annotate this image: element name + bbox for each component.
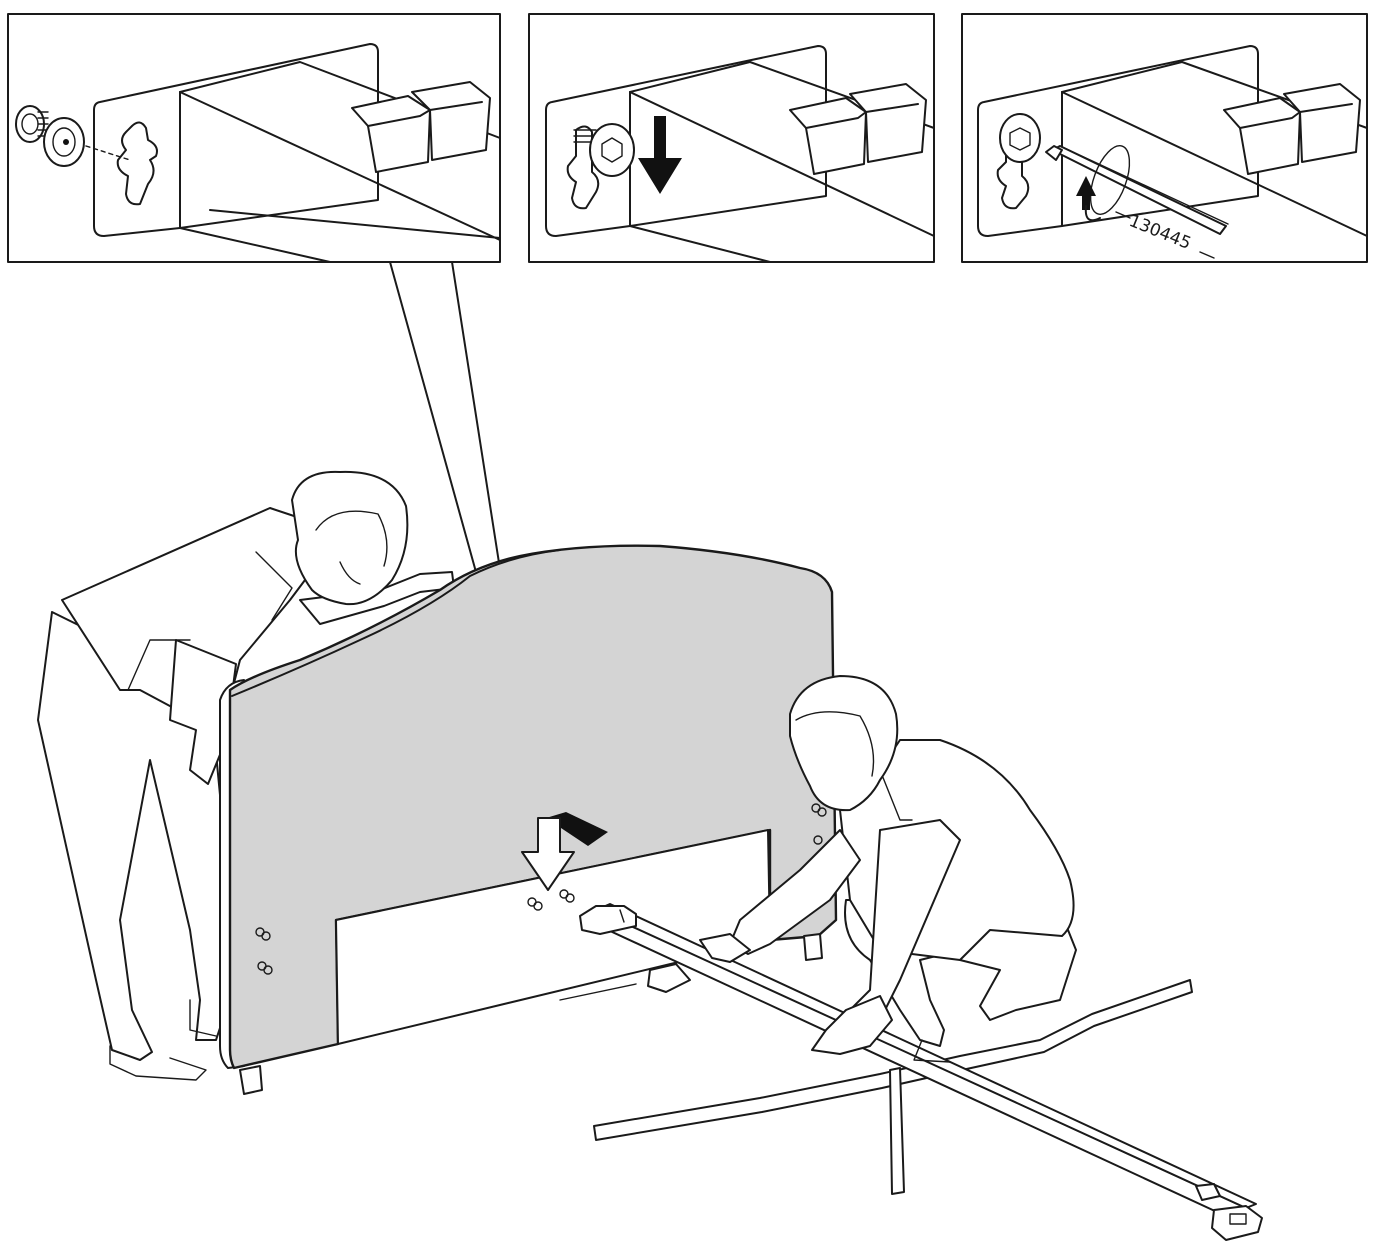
detail-panel-step-2 <box>528 13 935 263</box>
part-number-label: 130445 <box>1126 211 1194 254</box>
woman-figure <box>37 470 455 1081</box>
screw-icon <box>573 123 635 177</box>
man-figure <box>647 675 1077 1063</box>
screw-icon <box>999 113 1041 163</box>
insert-arrow-icon <box>521 812 608 891</box>
allen-key-icon <box>1045 145 1229 235</box>
headboard <box>219 544 838 1095</box>
bed-frame-rails <box>579 903 1263 1241</box>
rotate-arrow-icon <box>1076 145 1131 222</box>
detail-panel-step-3: 130445 <box>961 13 1368 263</box>
detail-panel-step-1 <box>7 13 501 263</box>
down-arrow-icon <box>638 116 682 194</box>
bolt-markers <box>255 803 827 975</box>
screw-icon <box>15 105 85 167</box>
